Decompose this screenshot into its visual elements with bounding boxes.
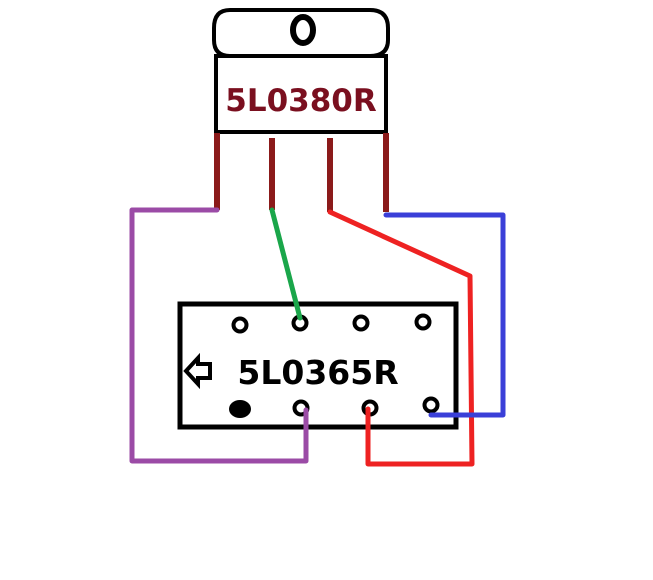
dip8-body xyxy=(177,301,459,430)
dip8-pin-4 xyxy=(422,396,440,414)
wire-red xyxy=(327,209,475,467)
dip8-pin-8 xyxy=(231,316,249,334)
wires xyxy=(129,207,506,467)
to220-package: 5L0380R xyxy=(212,8,390,212)
dip8-pin-1-marker xyxy=(229,400,251,418)
wire-green xyxy=(269,207,303,321)
dip8-part-label: 5L0365R xyxy=(237,353,398,392)
to220-body xyxy=(214,54,388,134)
to220-part-label: 5L0380R xyxy=(225,83,377,119)
arrow-left-icon xyxy=(183,352,212,390)
dip8-pin-6 xyxy=(352,314,370,332)
dip8-package: 5L0365R xyxy=(177,301,459,430)
mounting-hole-icon xyxy=(290,14,316,46)
wire-purple xyxy=(129,207,309,464)
wire-blue xyxy=(383,212,506,418)
dip8-pin-5 xyxy=(414,313,432,331)
